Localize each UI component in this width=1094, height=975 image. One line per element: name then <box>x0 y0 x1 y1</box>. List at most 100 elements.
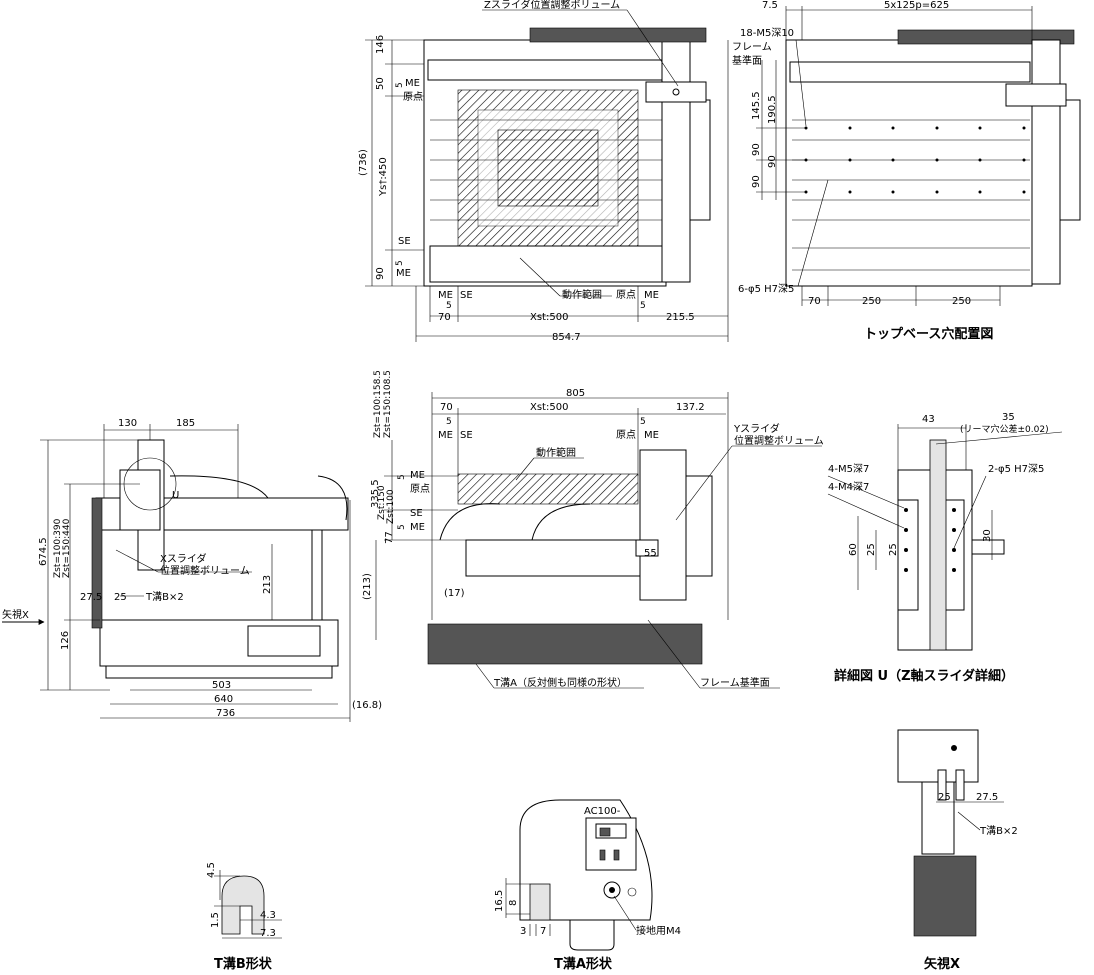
dim-7-3: 7.3 <box>260 928 276 939</box>
y-volume-label-2: 位置調整ボリューム <box>734 434 824 447</box>
me-side-top: ME <box>438 430 453 441</box>
dim-215-5: 215.5 <box>666 312 695 323</box>
dim-27-5-front: 27.5 <box>80 592 102 603</box>
dim-213-front: 213 <box>262 575 273 594</box>
dim-16-8: (16.8) <box>352 700 382 711</box>
dim-yst-450: Ys†:450 <box>378 157 389 197</box>
ream-tolerance: (リーマ穴公差±0.02) <box>960 423 1049 435</box>
origin-side: 原点 <box>410 483 430 495</box>
se-label-top: SE <box>398 236 411 247</box>
x-volume-label-1: Xスライダ <box>160 552 206 565</box>
me-label-top: ME <box>405 78 420 89</box>
dim-43: 43 <box>922 414 935 425</box>
dim-5-side-top-r: 5 <box>640 417 646 427</box>
dim-137-2: 137.2 <box>676 402 705 413</box>
dim-8: 8 <box>508 900 519 906</box>
dim-17: (17) <box>444 588 465 599</box>
tslot-b-detail: 4.5 1.5 4.3 7.3 T溝B形状 <box>206 862 282 972</box>
zst-100-158-5: Zst=100:158.5 <box>373 370 383 438</box>
x-volume-label-2: 位置調整ボリューム <box>160 564 250 577</box>
dim-4-3: 4.3 <box>260 910 276 921</box>
dim-7: 7 <box>540 926 546 937</box>
y-volume-label-1: Yスライダ <box>733 422 780 435</box>
detail-u-caption: 詳細図 U（Z軸スライダ詳細） <box>834 668 1014 684</box>
dim-90-a: 90 <box>751 143 762 156</box>
dim-55: 55 <box>644 548 657 559</box>
zst-150-440: Zst=150:440 <box>62 518 72 578</box>
dim-5-side-top-l: 5 <box>446 417 452 427</box>
dim-130: 130 <box>118 418 137 429</box>
dim-250-b: 250 <box>952 296 971 307</box>
dim-27-5-viewx: 27.5 <box>976 792 998 803</box>
frame-label-1: フレーム <box>732 41 772 53</box>
dim-3: 3 <box>520 926 526 937</box>
dim-25-detail: 25 <box>866 543 877 556</box>
dim-50: 50 <box>375 77 386 90</box>
dim-5-side-b: 5 <box>397 524 407 530</box>
side-view: Zst=100:158.5 Zst=150:108.5 335.5 Zst:15… <box>362 370 824 689</box>
dim-30-detail: 30 <box>982 529 993 542</box>
pin-callout: 6-φ5 H7深5 <box>738 283 794 295</box>
dim-25-detail-b: 25 <box>888 543 899 556</box>
dim-4-5: 4.5 <box>206 862 217 878</box>
pin-detail: 2-φ5 H7深5 <box>988 463 1044 475</box>
dim-736: 736 <box>216 708 235 719</box>
dim-185: 185 <box>176 418 195 429</box>
zst-150-side: Zst:150 <box>377 485 387 520</box>
m5-detail: 4-M5深7 <box>828 463 869 475</box>
z-volume-callout: Zスライダ位置調整ボリューム <box>484 0 620 11</box>
me-side-2: ME <box>410 522 425 533</box>
zst-100-390: Zst=100:390 <box>53 518 63 578</box>
se-side-top: SE <box>460 430 473 441</box>
origin-bottom: 原点 <box>616 289 636 301</box>
dim-5-br: 5 <box>640 301 646 311</box>
dim-xst-500-top: Xst:500 <box>530 312 568 323</box>
side-operation-range <box>457 473 639 505</box>
dim-25-front: 25 <box>114 592 127 603</box>
dim-77: 77 <box>384 531 395 544</box>
view-x: 25 27.5 T溝B×2 矢視X <box>897 729 1018 972</box>
m4-detail: 4-M4深7 <box>828 481 869 493</box>
hole-layout-view: 7.5 5x125p=625 18-M5深10 フレーム 基準面 145.5 1… <box>732 0 1081 342</box>
dim-213-side: (213) <box>362 573 373 600</box>
dim-5-bl: 5 <box>446 301 452 311</box>
dim-640: 640 <box>214 694 233 705</box>
tslot-a-caption: T溝A形状 <box>554 956 613 972</box>
view-x-caption: 矢視X <box>924 956 960 972</box>
tslot-a-detail: AC100- 16.5 8 3 7 接地用M4 T溝A形状 <box>494 799 681 972</box>
front-view: U 130 185 674.5 Zst=100:390 Zst=150:440 … <box>2 418 382 722</box>
tslot-a-callout: T溝A（反対側も同様の形状） <box>493 676 627 689</box>
dim-250-a: 250 <box>862 296 881 307</box>
dim-503: 503 <box>212 680 231 691</box>
dim-805: 805 <box>566 388 585 399</box>
hole-layout-caption: トップベース穴配置図 <box>864 326 993 342</box>
dim-25-viewx: 25 <box>938 792 951 803</box>
se-side: SE <box>410 508 423 519</box>
view-x-arrow-label: 矢視X <box>2 608 29 621</box>
dim-854-7: 854.7 <box>552 332 581 343</box>
detail-u-view: 43 35 (リーマ穴公差±0.02) 4-M5深7 4-M4深7 2-φ5 H… <box>827 412 1063 684</box>
dim-70-hole: 70 <box>808 296 821 307</box>
dim-126: 126 <box>60 631 71 650</box>
dim-190-5: 190.5 <box>767 95 778 124</box>
zst-150-108-5: Zst=150:108.5 <box>383 370 393 438</box>
me-label-bottom: ME <box>396 268 411 279</box>
z-volume-leader <box>626 9 679 87</box>
operation-range-label: 動作範囲 <box>562 288 602 301</box>
dim-90-c: 90 <box>751 175 762 188</box>
dim-1-5: 1.5 <box>210 912 221 928</box>
dim-pitch-625: 5x125p=625 <box>884 0 949 11</box>
zst-100-side: Zst:100 <box>386 489 396 524</box>
dim-60-detail: 60 <box>848 543 859 556</box>
dim-736-ref: (736) <box>358 149 369 176</box>
frame-ref-callout: フレーム基準面 <box>700 676 770 689</box>
dim-16-5: 16.5 <box>494 890 505 912</box>
dim-xst-500-side: Xst:500 <box>530 402 568 413</box>
origin-side-top: 原点 <box>616 429 636 441</box>
dim-70-top: 70 <box>438 312 451 323</box>
side-range-label: 動作範囲 <box>536 446 576 459</box>
dim-674-5: 674.5 <box>38 537 49 566</box>
top-view: Zスライダ位置調整ボリューム 146 50 (736) Ys†:450 90 5… <box>358 0 729 343</box>
me-bottom-right: ME <box>644 290 659 301</box>
